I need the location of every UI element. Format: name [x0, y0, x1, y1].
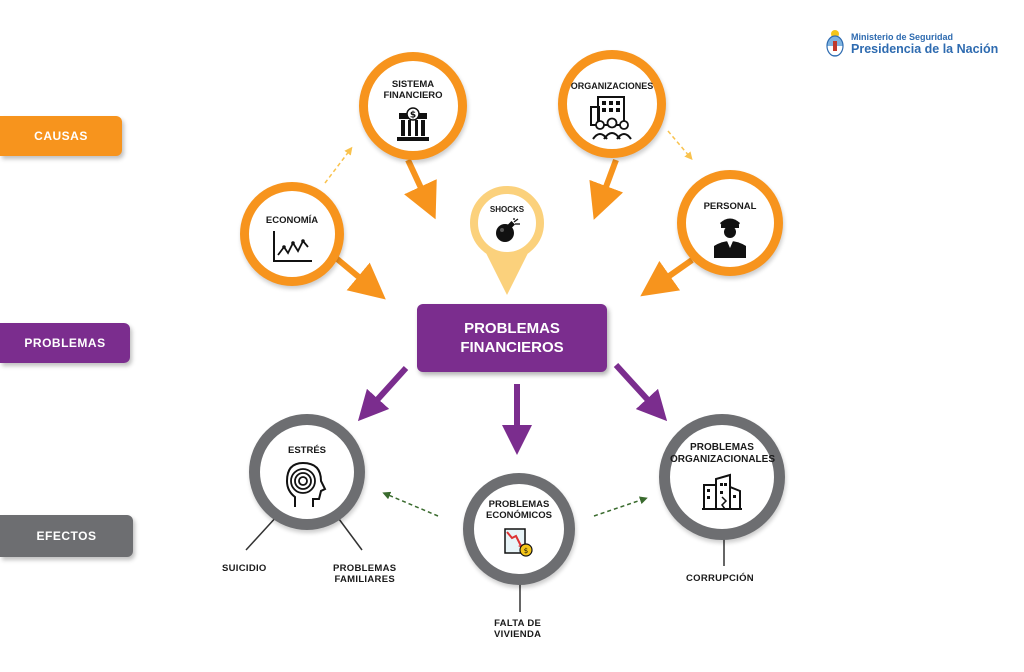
organization-icon [590, 96, 632, 140]
section-problemas: PROBLEMAS [0, 323, 130, 363]
node-estres: ESTRÉS [249, 414, 365, 530]
label-problemas-familiares: PROBLEMAS FAMILIARES [333, 563, 396, 585]
central-problem-line1: PROBLEMAS [464, 320, 560, 337]
line-suicidio [245, 514, 279, 551]
arrow-to-problemas-organizacionales [613, 362, 668, 422]
svg-text:$: $ [410, 111, 416, 121]
bank-icon: $ [397, 107, 429, 141]
node-economia: ECONOMÍA [240, 182, 344, 286]
label-line1: SHOCKS [489, 205, 525, 214]
arrow-personal [640, 257, 694, 297]
label-line1: PROBLEMAS [488, 499, 550, 510]
node-problemas-organizacionales: PROBLEMAS ORGANIZACIONALES [659, 414, 785, 540]
arrow-sistema-financiero [404, 158, 437, 220]
dashed-arrow-organizaciones-personal [667, 130, 693, 161]
line-problemas-familiares [335, 514, 363, 551]
label-line1: PROBLEMAS [333, 563, 397, 574]
label-suicidio: SUICIDIO [222, 563, 267, 574]
central-problem-line2: FINANCIEROS [460, 339, 564, 356]
label-line1: SISTEMA [391, 79, 435, 90]
head-stress-icon [285, 461, 327, 507]
node-personal: PERSONAL [677, 170, 783, 276]
bomb-icon [496, 218, 520, 242]
node-organizaciones: ORGANIZACIONES [558, 50, 666, 158]
label-corrupcion: CORRUPCIÓN [686, 573, 754, 584]
label-line1: ORGANIZACIONES [570, 81, 654, 91]
arrow-economia [334, 255, 386, 300]
label-line1: ECONOMÍA [265, 215, 319, 226]
svg-text:$: $ [524, 547, 528, 555]
node-label: PROBLEMAS ORGANIZACIONALES [670, 442, 775, 466]
label-line2: FINANCIERO [383, 90, 443, 101]
label-line2: ECONÓMICOS [486, 510, 552, 521]
argentina-coat-of-arms-icon [826, 30, 844, 57]
section-efectos: EFECTOS [0, 515, 133, 557]
label-line1: PERSONAL [703, 201, 757, 212]
central-problem-box: PROBLEMAS FINANCIEROS [417, 304, 607, 372]
ministry-logo: Ministerio de Seguridad Presidencia de l… [824, 28, 1004, 58]
label-line2: FAMILIARES [334, 574, 395, 585]
node-sistema-financiero: SISTEMA FINANCIERO $ [359, 52, 467, 160]
section-causas: CAUSAS [0, 116, 122, 156]
node-label: SISTEMA FINANCIERO [368, 79, 458, 101]
dashed-arrow-economia-sistema [324, 146, 353, 184]
node-problemas-economicos: PROBLEMAS ECONÓMICOS $ [463, 473, 575, 585]
arrow-to-estres [357, 365, 409, 422]
label-line2: VIVIENDA [494, 629, 542, 640]
label-falta-vivienda: FALTA DE VIVIENDA [494, 618, 541, 640]
police-officer-icon [714, 218, 746, 258]
label-line2: ORGANIZACIONALES [670, 454, 775, 465]
node-label: PERSONAL [686, 201, 774, 212]
dashed-arrow-to-organizacionales [593, 496, 648, 517]
dashed-arrow-to-estres [382, 491, 439, 517]
arrow-organizaciones [589, 158, 624, 220]
node-label: ECONOMÍA [249, 215, 335, 226]
node-label: SHOCKS [478, 204, 536, 215]
label-line1: FALTA DE [494, 618, 542, 629]
line-chart-icon [273, 231, 312, 262]
logo-line1: Ministerio de Seguridad [851, 32, 954, 42]
node-shocks: SHOCKS [470, 186, 544, 260]
node-label: ESTRÉS [260, 445, 354, 456]
node-label: ORGANIZACIONES [567, 81, 657, 92]
label-line1: ESTRÉS [287, 445, 326, 456]
falling-money-icon: $ [504, 528, 533, 557]
label-line1: PROBLEMAS [690, 442, 754, 453]
damaged-building-icon [702, 473, 742, 510]
node-label: PROBLEMAS ECONÓMICOS [474, 499, 564, 521]
logo-line2: Presidencia de la Nación [851, 42, 999, 56]
